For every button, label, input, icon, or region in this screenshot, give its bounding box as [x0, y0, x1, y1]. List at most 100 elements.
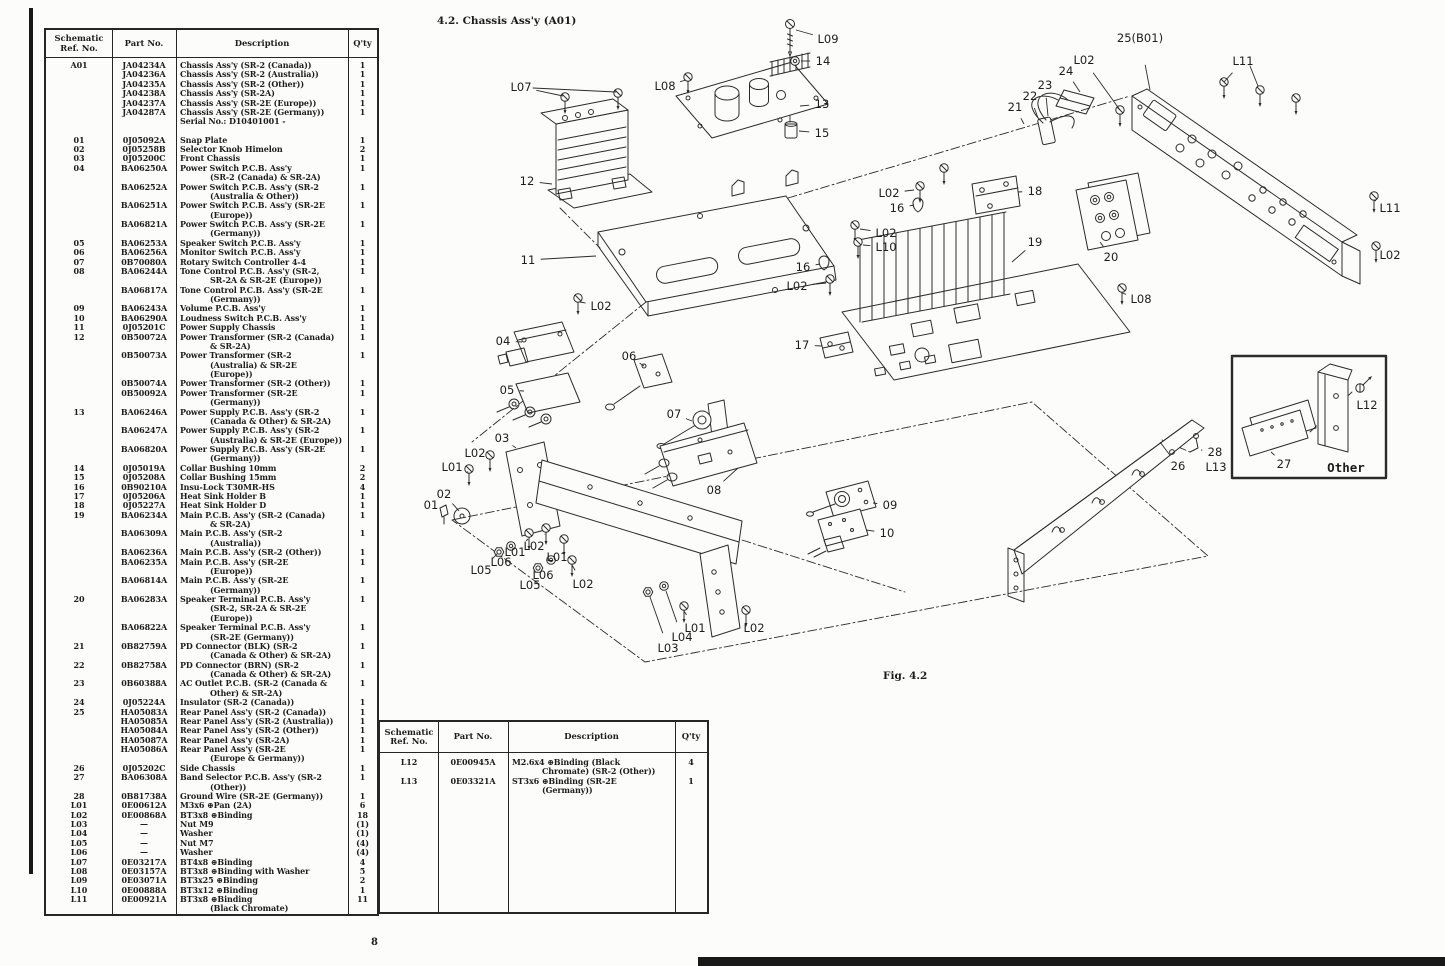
callout-label: 06 — [622, 349, 637, 363]
power-supply-chassis-11 — [597, 169, 837, 317]
callout-label: L01 — [441, 460, 462, 474]
leader-line — [859, 228, 871, 232]
callout-label: L03 — [657, 641, 678, 655]
callout-layer: L0914L081315L071225(B01)L0224232221L1118… — [424, 29, 1401, 655]
callout-label: 28 — [1208, 445, 1223, 459]
column-divider — [508, 722, 509, 912]
leader-line — [679, 79, 687, 83]
callout-label: 16 — [890, 201, 905, 215]
leader-line — [683, 610, 687, 616]
callout-label: L11 — [1379, 201, 1400, 215]
callout-label: 15 — [815, 126, 830, 140]
callout-label: L01 — [504, 545, 525, 559]
leader-line — [795, 29, 814, 36]
inset-other-label: Other — [1327, 460, 1365, 475]
callout-label: 22 — [1023, 89, 1038, 103]
speaker-terminal-20 — [1075, 172, 1151, 251]
power-supply-pcb-13 — [675, 52, 829, 139]
pd-connector-cable — [1031, 92, 1075, 146]
leader-line — [1072, 81, 1081, 93]
leader-line — [1144, 64, 1151, 91]
callout-label: L08 — [1130, 292, 1151, 306]
callout-label: 11 — [521, 253, 536, 267]
callout-label: L06 — [532, 568, 553, 582]
leader-line — [1223, 72, 1233, 83]
callout-label: 08 — [707, 483, 722, 497]
callout-label: 04 — [496, 334, 511, 348]
callout-label: 02 — [437, 487, 452, 501]
leader-line — [909, 204, 915, 207]
callout-label: L02 — [786, 279, 807, 293]
callout-label: 27 — [1277, 457, 1292, 471]
figure-caption: Fig. 4.2 — [883, 670, 928, 682]
leader-line — [1099, 241, 1104, 247]
leader-line — [539, 182, 553, 185]
leader-line — [512, 445, 517, 449]
callout-label: 26 — [1171, 459, 1186, 473]
callout-label: 05 — [500, 383, 515, 397]
callout-label: L02 — [1073, 53, 1094, 67]
page-number: 8 — [371, 937, 378, 948]
leader-line — [1373, 199, 1377, 202]
leader-line — [452, 503, 460, 512]
callout-label: L02 — [464, 446, 485, 460]
rear-panel-screws — [1115, 65, 1381, 264]
main-pcb-19 — [841, 211, 1131, 381]
rear-panel-25 — [1131, 88, 1361, 285]
callout-label: L02 — [590, 299, 611, 313]
callout-label: 03 — [495, 431, 510, 445]
leader-line — [1045, 97, 1049, 117]
callout-label: 20 — [1104, 250, 1119, 264]
callout-label: L07 — [510, 80, 531, 94]
callout-label: 23 — [1038, 78, 1053, 92]
volume-pcb-09 — [806, 480, 877, 519]
callout-label: L06 — [490, 555, 511, 569]
table-row: L06—Washer(4) — [70, 847, 369, 858]
callout-label: 24 — [1059, 64, 1074, 78]
callout-label: L02 — [878, 186, 899, 200]
callout-label: 18 — [1028, 184, 1043, 198]
power-switch-pcb-04 — [497, 321, 575, 367]
leader-line — [1270, 451, 1275, 456]
callout-label: L02 — [1379, 248, 1400, 262]
front-chassis-03 — [505, 441, 743, 638]
leader-line — [525, 538, 529, 542]
leader-line — [1121, 292, 1127, 295]
leader-line — [639, 362, 645, 367]
leader-line — [799, 104, 810, 107]
callout-label: L12 — [1356, 398, 1377, 412]
callout-label: 07 — [667, 407, 682, 421]
leader-line — [536, 89, 564, 97]
